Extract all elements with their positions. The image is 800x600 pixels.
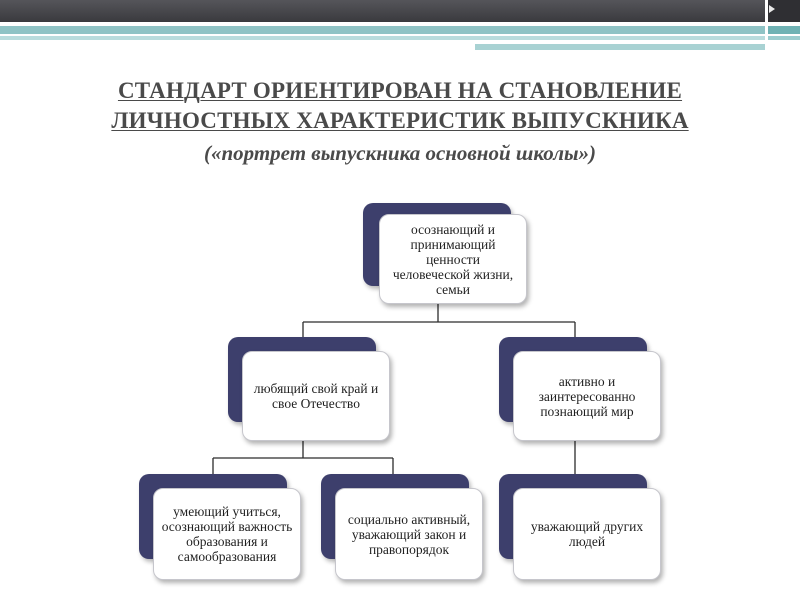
node-left-child-2-label: социально активный, уважающий закон и пр… — [335, 488, 483, 580]
top-right-cap — [768, 0, 800, 22]
slide-title-line-1: СТАНДАРТ ОРИЕНТИРОВАН НА СТАНОВЛЕНИЕ — [117, 78, 683, 103]
slide-title: СТАНДАРТ ОРИЕНТИРОВАН НА СТАНОВЛЕНИЕ ЛИЧ… — [20, 76, 780, 136]
top-right-cap-teal-thin — [768, 36, 800, 40]
node-root-label: осознающий и принимающий ценности челове… — [379, 214, 527, 304]
top-teal-thin-stripe — [0, 36, 765, 40]
top-teal-stripe — [0, 26, 765, 34]
node-left-label: любящий свой край и свое Отечество — [242, 351, 390, 441]
slide-subtitle: («портрет выпускника основной школы») — [203, 141, 597, 165]
node-left-child-1-label: умеющий учиться, осознающий важность обр… — [153, 488, 301, 580]
node-right-label: активно и заинтересованно познающий мир — [513, 351, 661, 441]
slide-title-line-2: ЛИЧНОСТНЫХ ХАРАКТЕРИСТИК ВЫПУСКНИКА — [111, 108, 689, 133]
top-teal-short-stripe — [475, 44, 765, 50]
top-decorative-bar — [0, 0, 800, 52]
node-right-child-label: уважающий других людей — [513, 488, 661, 580]
top-right-cap-teal — [768, 26, 800, 34]
play-triangle-icon — [769, 5, 775, 13]
top-dark-stripe — [0, 0, 765, 22]
